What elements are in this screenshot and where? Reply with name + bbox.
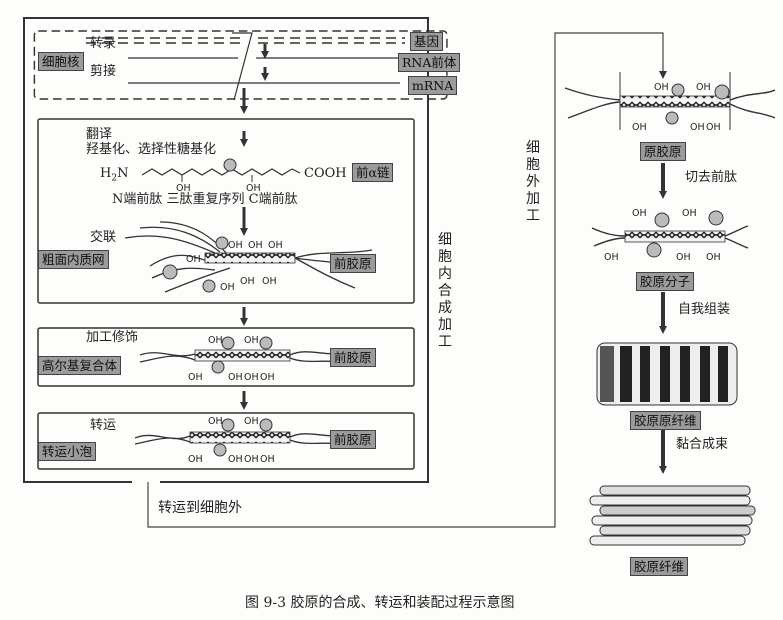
right-collagen-molecule: [591, 210, 749, 258]
procollagen-tag-right: 原胶原: [640, 142, 686, 161]
segments-label: N端前肽 三肽重复序列 C端前肽: [112, 192, 298, 207]
er-box: [37, 118, 415, 304]
exit-path: [147, 32, 667, 528]
fibril-tag: 胶原原纤维: [630, 411, 701, 430]
vesicle-procollagen: [134, 418, 351, 457]
collagen-fibril-graphic: [596, 342, 738, 406]
nucleus-tag: 细胞核: [38, 52, 84, 71]
vesicle-box: [37, 412, 415, 470]
pre-alpha-tag: 前α链: [352, 163, 394, 182]
transcription-label: 转录: [90, 36, 117, 51]
mrna-tag: mRNA: [408, 76, 458, 95]
crosslink-label: 交联: [90, 230, 117, 245]
procollagen-tag-vesicle: 前胶原: [330, 430, 376, 449]
rer-tag: 粗面内质网: [38, 250, 109, 269]
gene-tag: 基因: [410, 32, 444, 51]
self-assembly-label: 自我组装: [678, 302, 731, 317]
processing-label: 加工修饰: [86, 330, 139, 345]
modification-label: 羟基化、选择性糖基化: [86, 142, 217, 157]
cleave-label: 切去前肽: [685, 170, 738, 185]
transport-outside-label: 转运到细胞外: [158, 500, 242, 516]
right-procollagen: [564, 72, 776, 130]
molecule-tag: 胶原分子: [636, 272, 695, 291]
bundle-label: 黏合成束: [676, 437, 729, 452]
fiber-tag: 胶原纤维: [630, 557, 689, 576]
er-procollagen: [124, 221, 373, 293]
procollagen-tag-golgi: 前胶原: [330, 348, 376, 367]
transport-label: 转运: [90, 418, 117, 433]
n-terminus-label: H2N: [100, 166, 129, 184]
translation-label: 翻译: [86, 127, 113, 142]
rna-precursor-tag: RNA前体: [398, 53, 461, 72]
golgi-tag: 高尔基复合体: [38, 356, 122, 375]
cell-boundary: [23, 17, 429, 483]
c-terminus-label: COOH: [304, 166, 347, 181]
extracellular-label: 细胞外加工: [526, 140, 540, 224]
nucleus-box: [33, 30, 448, 100]
splicing-label: 剪接: [90, 64, 117, 79]
pre-alpha-chain: [141, 168, 301, 176]
collagen-fiber-graphic: [589, 485, 756, 546]
vesicle-tag: 转运小泡: [38, 442, 97, 461]
procollagen-tag-er: 前胶原: [330, 254, 376, 273]
golgi-procollagen: [139, 336, 351, 374]
intracellular-label: 细胞内合成加工: [438, 232, 452, 350]
figure-caption: 图 9-3 胶原的合成、转运和装配过程示意图: [245, 595, 515, 611]
